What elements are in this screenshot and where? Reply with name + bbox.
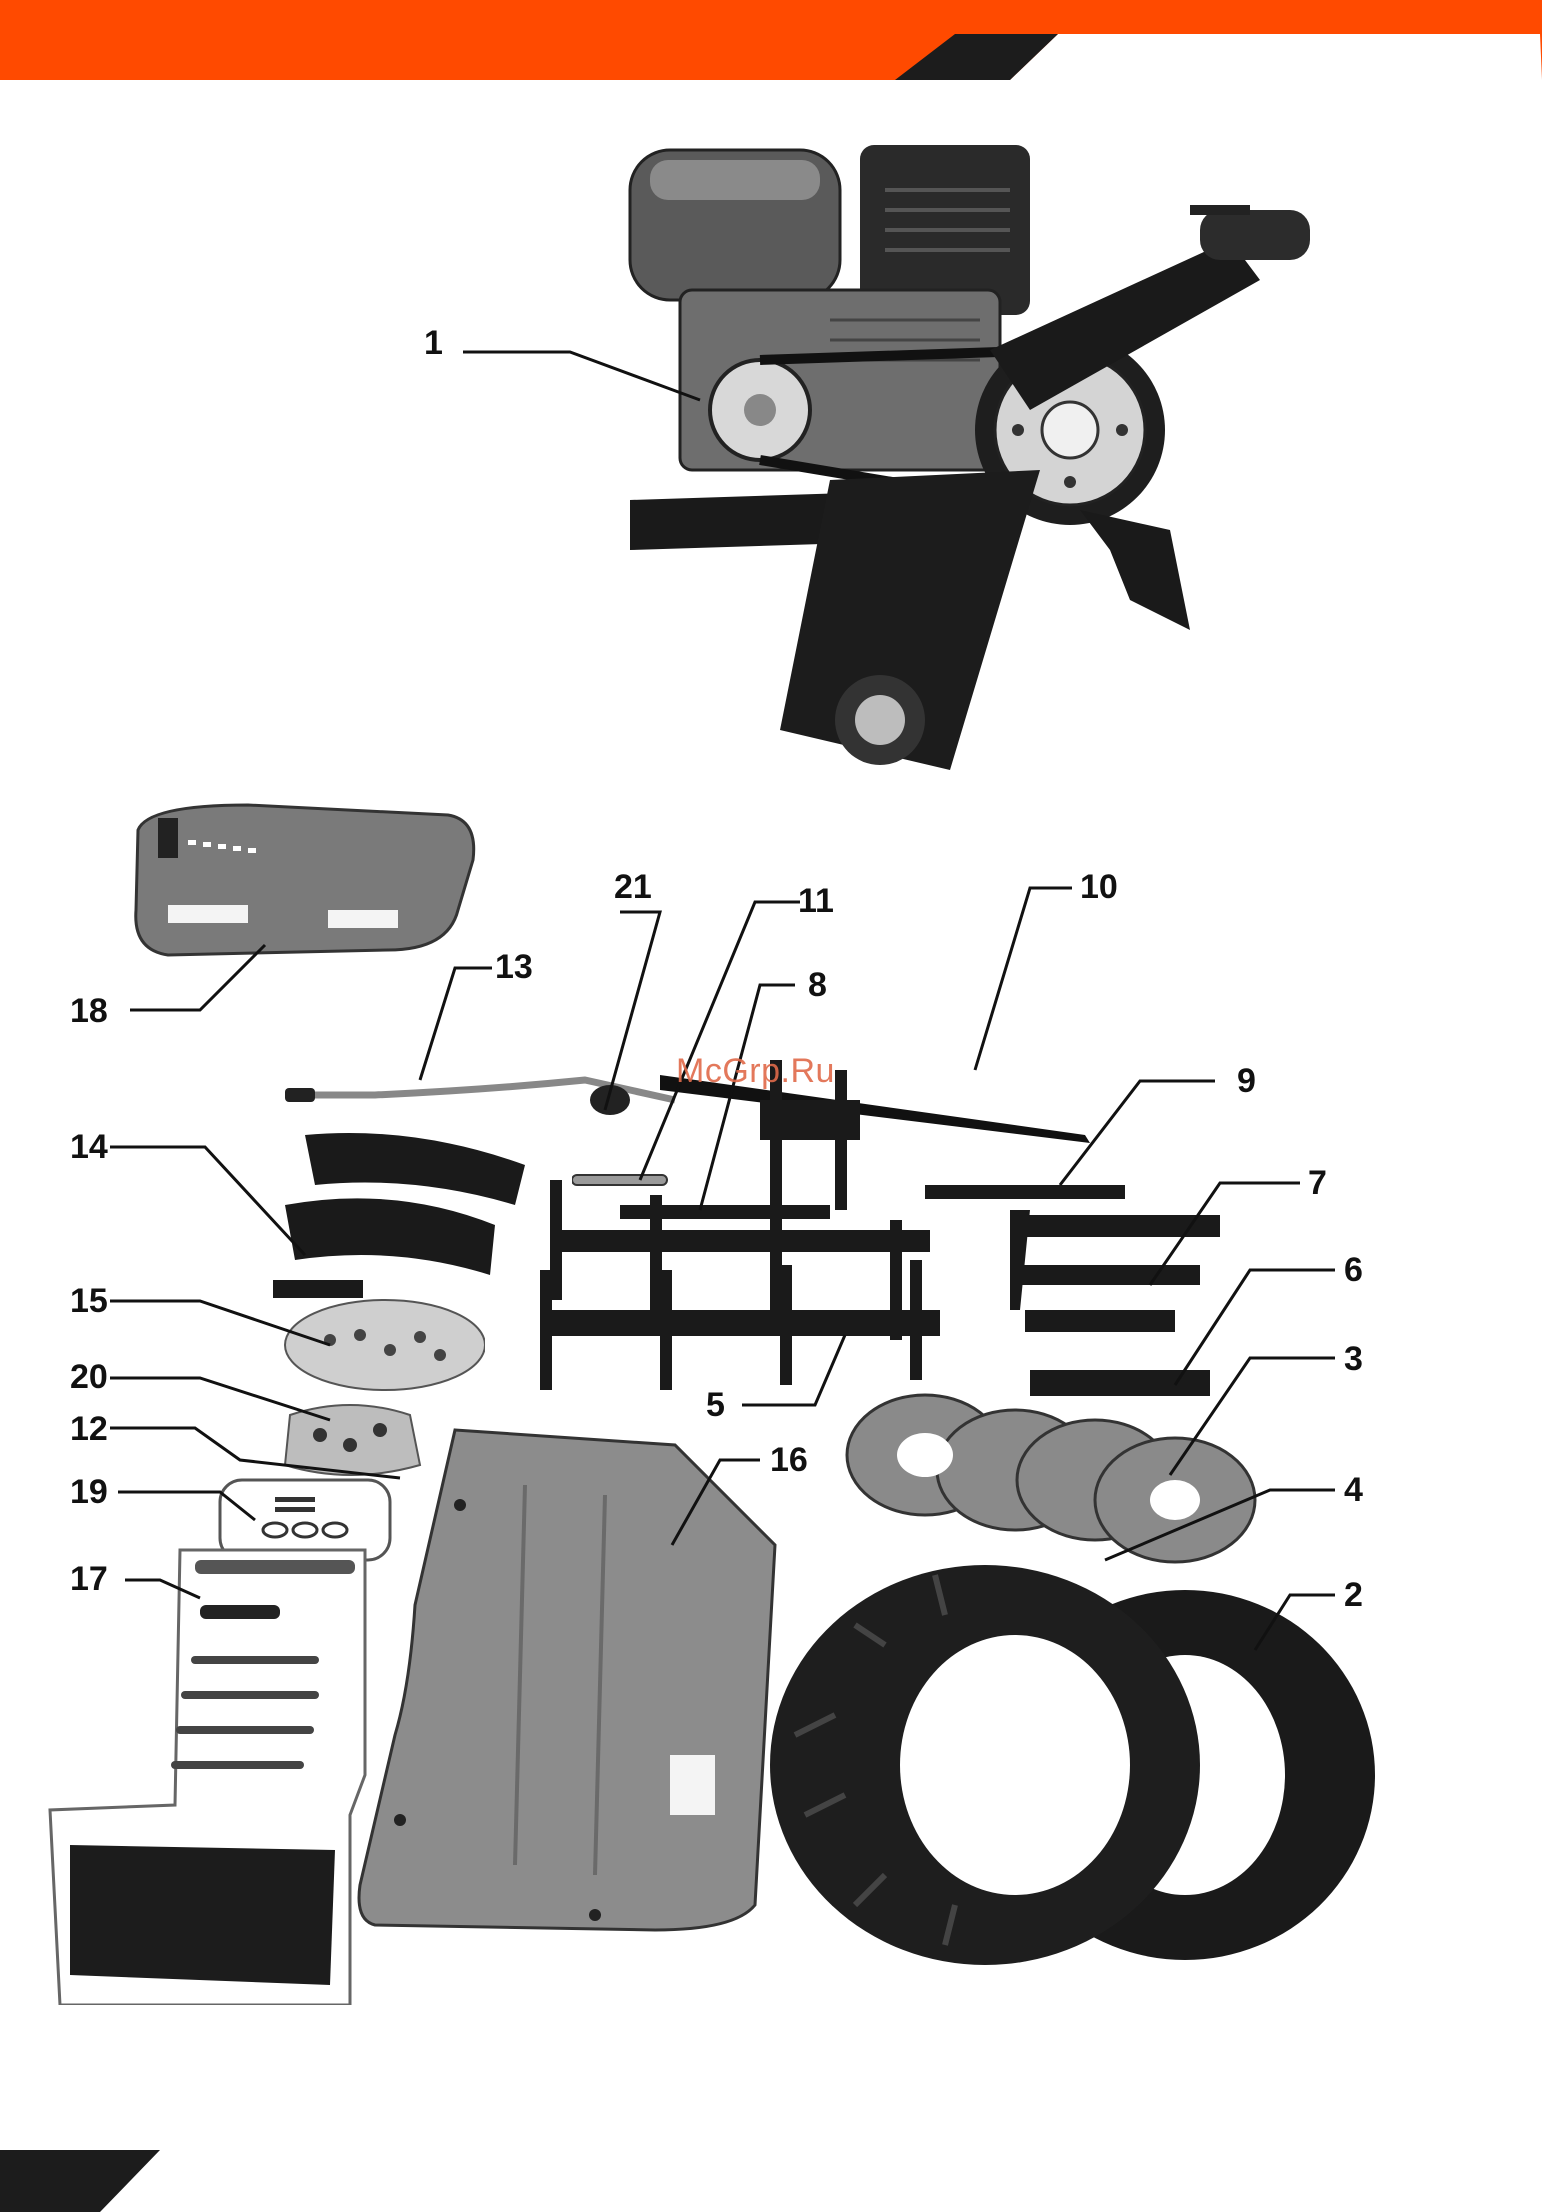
callout-2: 2 bbox=[1344, 1578, 1363, 1612]
leader-line-17 bbox=[125, 1580, 200, 1598]
callout-5: 5 bbox=[706, 1388, 725, 1422]
callout-15: 15 bbox=[70, 1284, 108, 1318]
leader-line-5 bbox=[742, 1335, 845, 1405]
callout-1: 1 bbox=[424, 326, 443, 360]
leader-line-13 bbox=[420, 968, 492, 1080]
leader-line-18 bbox=[130, 945, 265, 1010]
leader-line-6 bbox=[1175, 1270, 1335, 1385]
leader-line-2 bbox=[1255, 1595, 1335, 1650]
leader-line-16 bbox=[672, 1460, 760, 1545]
leader-line-10 bbox=[975, 888, 1072, 1070]
leader-line-3 bbox=[1170, 1358, 1335, 1475]
callout-6: 6 bbox=[1344, 1253, 1363, 1287]
callout-10: 10 bbox=[1080, 870, 1118, 904]
callout-4: 4 bbox=[1344, 1473, 1363, 1507]
leader-line-12 bbox=[110, 1428, 400, 1478]
callout-19: 19 bbox=[70, 1475, 108, 1509]
leader-line-21 bbox=[605, 912, 660, 1110]
footer-dark-slant bbox=[0, 2150, 160, 2212]
leader-line-4 bbox=[1105, 1490, 1335, 1560]
callout-13: 13 bbox=[495, 950, 533, 984]
callout-3: 3 bbox=[1344, 1342, 1363, 1376]
callout-14: 14 bbox=[70, 1130, 108, 1164]
callout-18: 18 bbox=[70, 994, 108, 1028]
callout-20: 20 bbox=[70, 1360, 108, 1394]
callout-12: 12 bbox=[70, 1412, 108, 1446]
footer-corner-tab bbox=[0, 2150, 170, 2212]
leader-line-1 bbox=[463, 352, 700, 400]
leader-line-19 bbox=[118, 1492, 255, 1520]
leader-line-15 bbox=[110, 1301, 330, 1345]
watermark-text: McGrp.Ru bbox=[676, 1052, 835, 1091]
callout-21: 21 bbox=[614, 870, 652, 904]
callout-16: 16 bbox=[770, 1443, 808, 1477]
callout-7: 7 bbox=[1308, 1166, 1327, 1200]
leader-line-20 bbox=[110, 1378, 330, 1420]
callout-8: 8 bbox=[808, 968, 827, 1002]
callout-9: 9 bbox=[1237, 1064, 1256, 1098]
leader-line-14 bbox=[110, 1147, 305, 1255]
leader-line-9 bbox=[1060, 1081, 1215, 1185]
callout-11: 11 bbox=[798, 884, 834, 918]
leader-line-8 bbox=[700, 985, 795, 1210]
callout-17: 17 bbox=[70, 1562, 108, 1596]
